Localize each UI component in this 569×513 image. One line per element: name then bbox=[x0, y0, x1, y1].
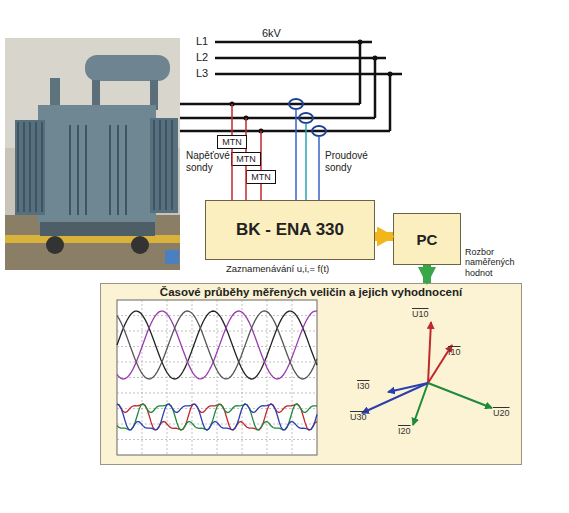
transformer-photo bbox=[5, 38, 180, 270]
phasor-label: U10 bbox=[412, 309, 429, 319]
phasor-diagram bbox=[362, 322, 492, 425]
node-text: Časové průběhy měřených veličin a jejich… bbox=[160, 286, 462, 298]
analyzer-box: BK - ENA 330 bbox=[205, 200, 375, 260]
signal-wire bbox=[260, 184, 262, 200]
phasor-label: U30 bbox=[350, 412, 367, 422]
note-text: Rozbor naměřených hodnot bbox=[465, 247, 537, 278]
flow-arrow bbox=[423, 265, 431, 283]
voltage-label: 6kV bbox=[262, 27, 281, 40]
probe-box: MTN bbox=[246, 170, 276, 184]
probe-box: MTN bbox=[231, 152, 261, 166]
computer-box: PC bbox=[393, 213, 461, 265]
node-text: BK - ENA 330 bbox=[236, 220, 344, 240]
node-text: MTN bbox=[222, 137, 242, 147]
waveform-chart bbox=[117, 300, 317, 455]
phase-label: L2 bbox=[196, 51, 208, 64]
phasor-label: U20 bbox=[493, 408, 510, 418]
phasor-label: I10 bbox=[448, 347, 461, 357]
probe-label: Proudové sondy bbox=[325, 150, 375, 173]
phasor-label: I20 bbox=[398, 426, 411, 436]
flow-arrow bbox=[375, 232, 393, 241]
node-text: MTN bbox=[236, 154, 256, 164]
probe-box: MTN bbox=[217, 135, 247, 149]
phase-label: L1 bbox=[196, 35, 208, 48]
phase-label: L3 bbox=[196, 67, 208, 80]
signal-wire bbox=[245, 166, 247, 200]
supply-lines bbox=[180, 42, 402, 131]
current-probes bbox=[289, 99, 326, 200]
probe-label: Napěťové sondy bbox=[186, 150, 234, 173]
phasor-label: I30 bbox=[357, 381, 370, 391]
caption-text: Zaznamenávání u,i,= f(t) bbox=[226, 264, 329, 275]
node-text: MTN bbox=[251, 172, 271, 182]
junction-dots bbox=[230, 40, 393, 134]
node-text: PC bbox=[417, 231, 438, 248]
signal-wire bbox=[231, 149, 233, 200]
